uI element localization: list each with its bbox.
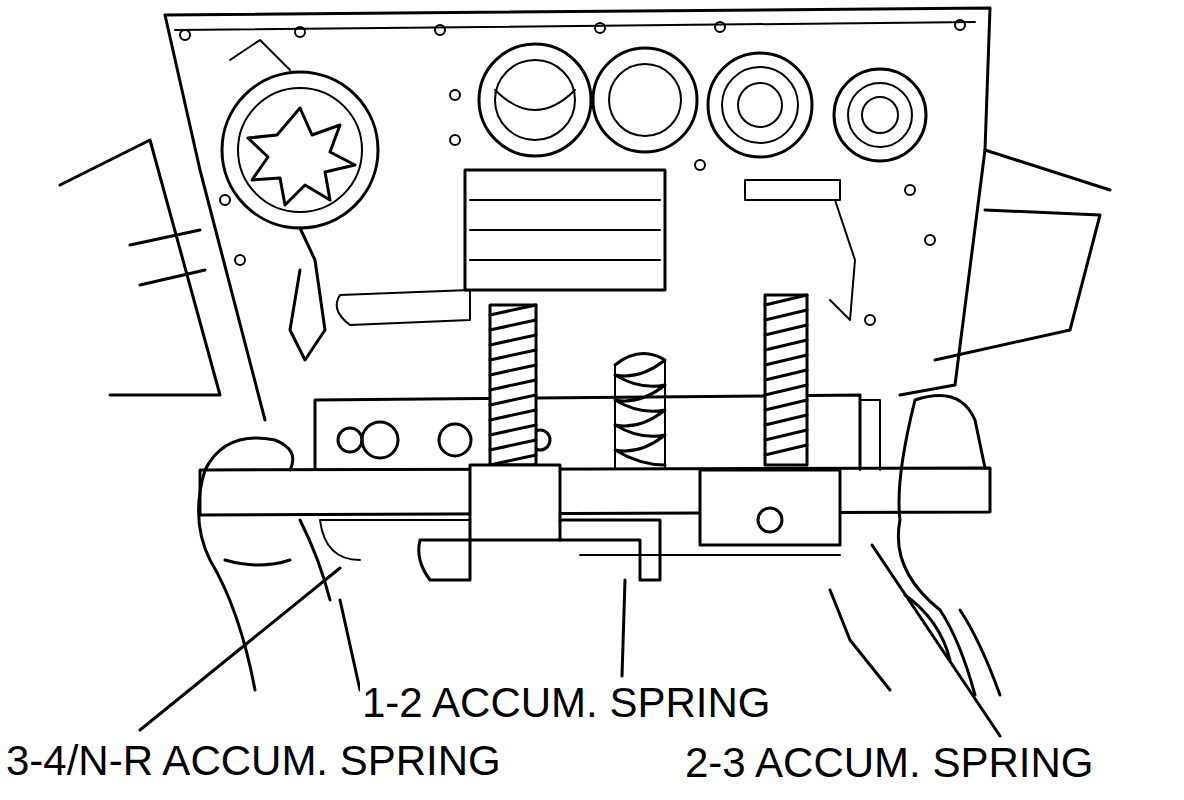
spring-label: 2-3 ACCUM. SPRING — [683, 740, 1095, 786]
spring-label: 3-4/N-R ACCUM. SPRING — [4, 738, 503, 784]
spring-label: 1-2 ACCUM. SPRING — [360, 680, 772, 726]
